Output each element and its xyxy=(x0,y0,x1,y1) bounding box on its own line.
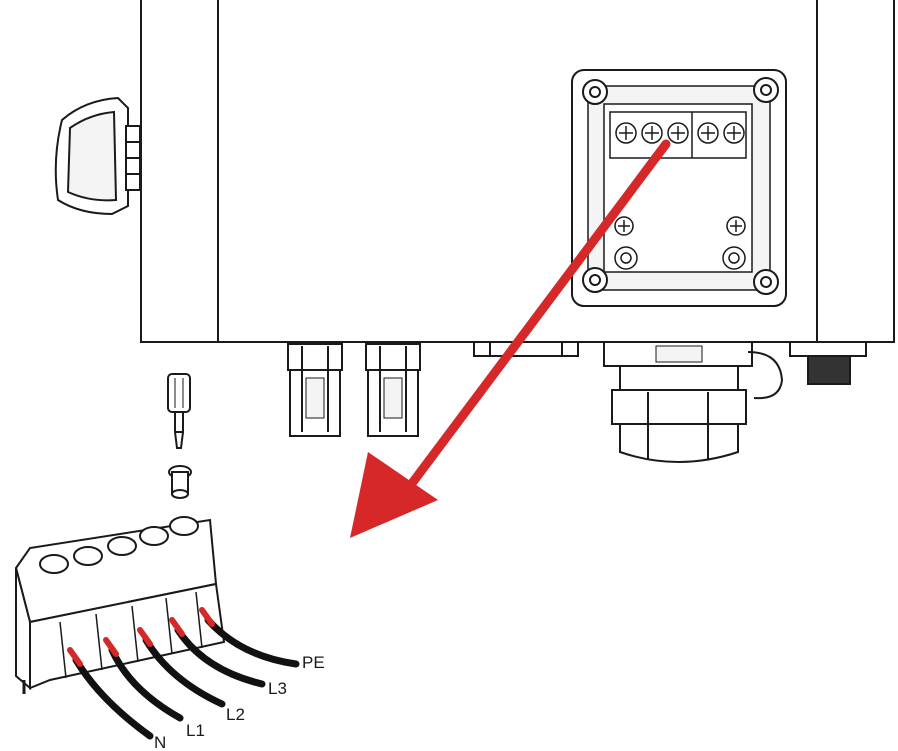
cover-terminal-screws xyxy=(614,122,746,270)
comm-port xyxy=(789,341,867,385)
wire-n xyxy=(67,647,154,740)
terminal-screw-icon xyxy=(667,122,689,144)
terminal-screw-icon xyxy=(107,536,137,556)
wire-l1 xyxy=(103,637,184,722)
label-l3: L3 xyxy=(268,679,287,698)
terminal-block-screws xyxy=(39,516,199,574)
mount-screw-icon xyxy=(614,246,638,270)
mount-screw-icon xyxy=(722,246,746,270)
bottom-vent-plate xyxy=(473,341,579,357)
guide-arrow xyxy=(350,139,671,538)
mount-screw-icon xyxy=(614,216,634,236)
dc-connector-positive xyxy=(287,343,343,437)
terminal-screw-icon xyxy=(73,546,103,566)
terminal-screw-icon xyxy=(39,554,69,574)
terminal-screw-icon xyxy=(641,122,663,144)
label-l1: L1 xyxy=(186,721,205,740)
cover-corner-screws xyxy=(582,77,779,295)
mount-screw-icon xyxy=(726,216,746,236)
label-n: N xyxy=(154,733,166,751)
terminal-screw-icon xyxy=(169,516,199,536)
wire-pe xyxy=(199,607,300,668)
terminal-screw-icon xyxy=(723,122,745,144)
screw-icon xyxy=(753,269,779,295)
ac-cable-gland xyxy=(603,341,784,463)
screw-icon xyxy=(753,77,779,103)
terminal-screw-icon xyxy=(139,526,169,546)
ac-wires xyxy=(67,607,300,740)
label-l2: L2 xyxy=(226,705,245,724)
wire-labels: N L1 L2 L3 PE xyxy=(154,653,325,751)
wire-l2 xyxy=(137,627,226,708)
ac-terminal-block xyxy=(14,518,226,694)
screwdriver-icon xyxy=(167,373,191,449)
wire-l3 xyxy=(169,617,266,688)
dc-switch-knob xyxy=(54,96,141,216)
terminal-screw-icon xyxy=(697,122,719,144)
ac-terminal-cover xyxy=(571,69,787,307)
screw-icon xyxy=(582,79,608,105)
terminal-screw-icon xyxy=(615,122,637,144)
screw-icon xyxy=(582,267,608,293)
label-pe: PE xyxy=(302,653,325,672)
dc-connector-negative xyxy=(365,343,421,437)
terminal-screw-icon xyxy=(168,465,192,499)
dc-connectors xyxy=(287,343,421,437)
